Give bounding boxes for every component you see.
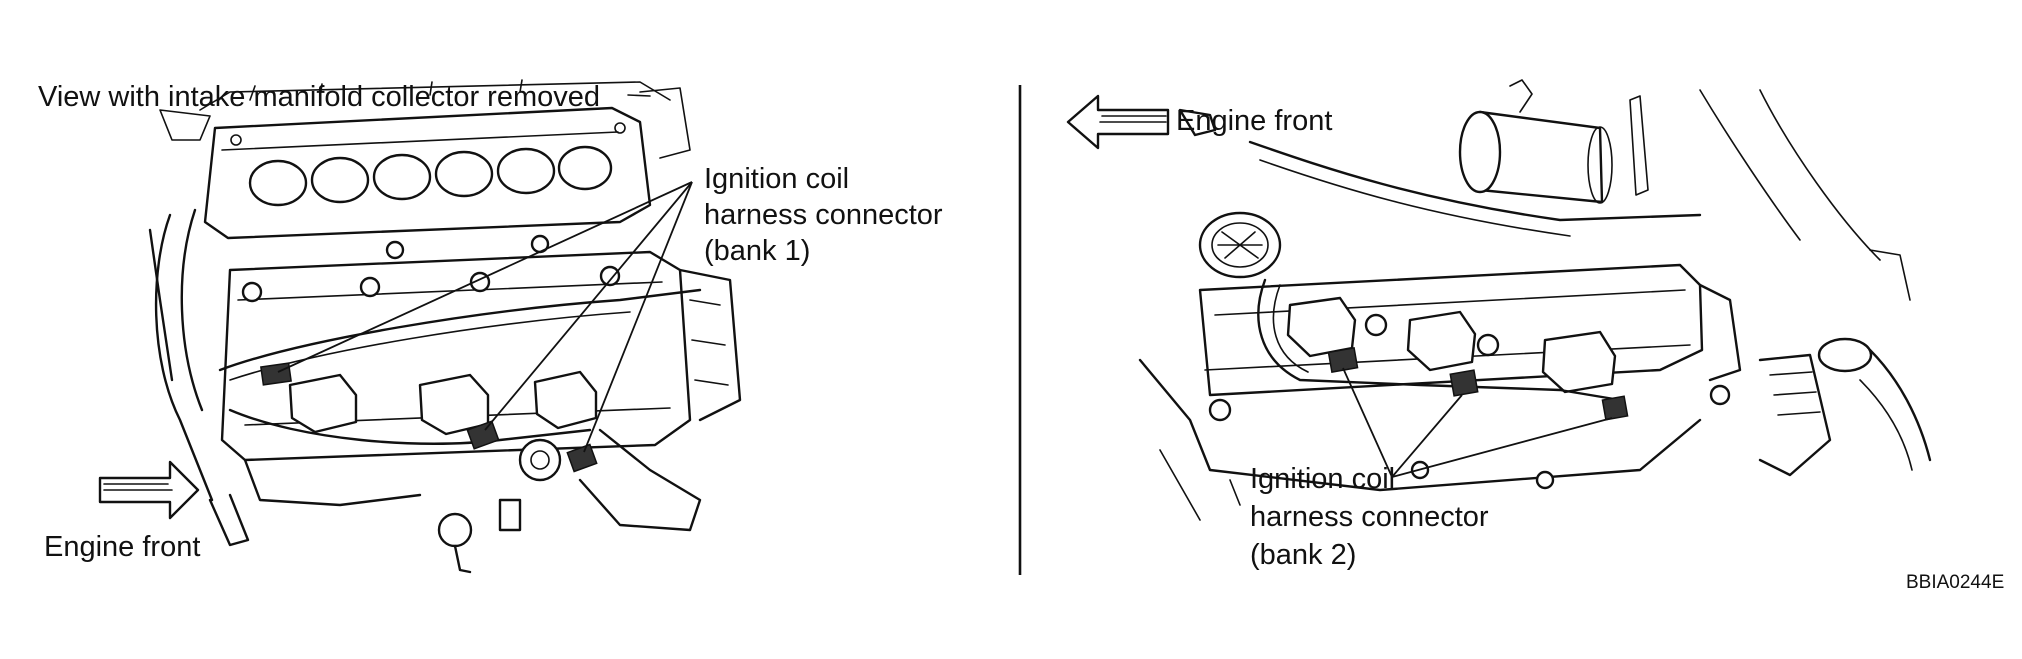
left-callout-line-2: harness connector	[704, 199, 943, 231]
left-engine-front-label: Engine front	[44, 531, 201, 563]
right-callout-line-2: harness connector	[1250, 501, 1489, 533]
left-callout-line-3: (bank 1)	[704, 235, 811, 267]
left-callout-line-1: Ignition coil	[704, 163, 850, 195]
right-callout-line-3: (bank 2)	[1250, 539, 1357, 571]
right-engine-front-label: Engine front	[1176, 105, 1333, 137]
left-view-caption: View with intake manifold collector remo…	[38, 81, 601, 113]
right-callout-line-1: Ignition coil	[1250, 463, 1396, 495]
figure-code: BBIA0244E	[1906, 572, 2005, 593]
left-engine-drawing	[98, 79, 742, 574]
right-engine-drawing	[1066, 79, 1932, 521]
